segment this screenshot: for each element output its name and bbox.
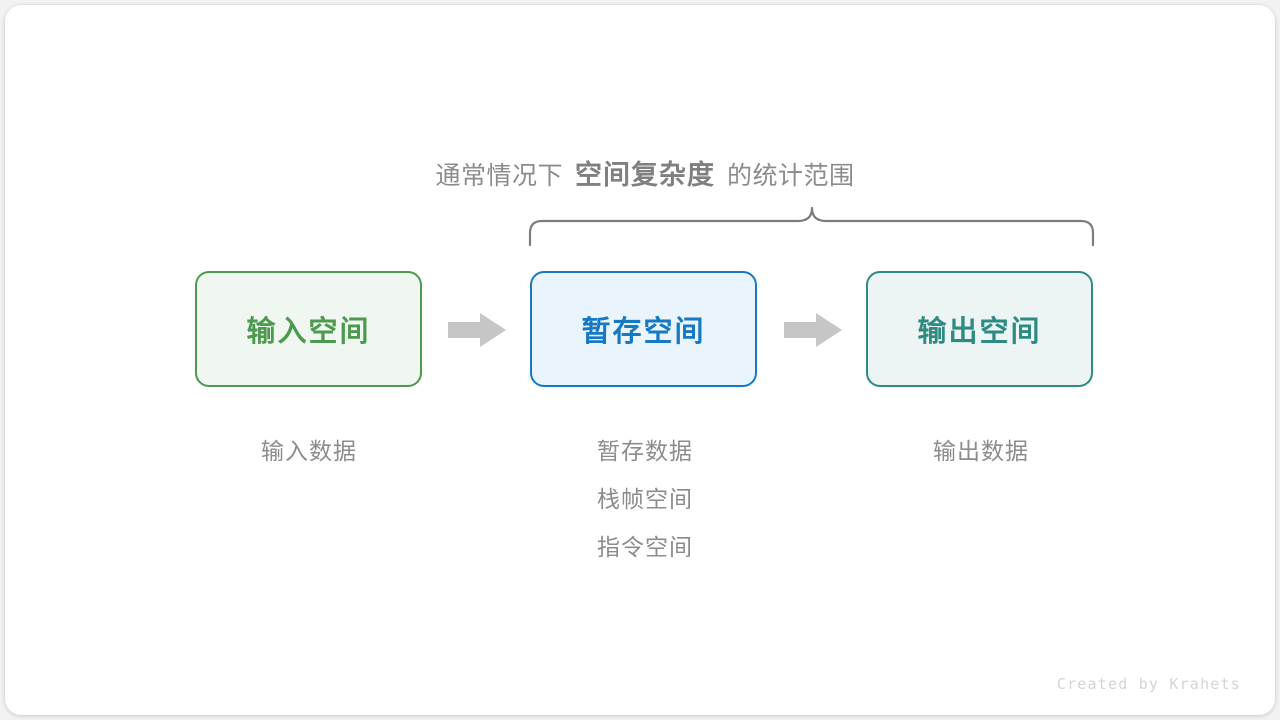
watermark-credit: Created by Krahets — [1056, 675, 1241, 693]
sublabel-item: 栈帧空间 — [597, 486, 693, 512]
sublabels-temp: 暂存数据 栈帧空间 指令空间 — [505, 427, 785, 571]
sublabel-item: 暂存数据 — [597, 438, 693, 464]
sublabels-input: 输入数据 — [169, 427, 449, 475]
sublabel-item: 输入数据 — [261, 438, 357, 464]
box-temp-space-label: 暂存空间 — [581, 316, 706, 348]
arrow-input-to-temp-icon — [448, 313, 506, 347]
caption-emphasis: 空间复杂度 — [575, 160, 715, 190]
box-temp-space[interactable]: 暂存空间 — [530, 271, 757, 387]
sublabels-output: 输出数据 — [841, 427, 1121, 475]
sublabel-item: 指令空间 — [597, 534, 693, 560]
sublabel-item: 输出数据 — [933, 438, 1029, 464]
box-input-space-label: 输入空间 — [246, 316, 371, 348]
box-output-space[interactable]: 输出空间 — [866, 271, 1093, 387]
caption-suffix: 的统计范围 — [727, 162, 855, 190]
diagram-caption: 通常情况下空间复杂度的统计范围 — [5, 153, 1275, 192]
arrow-temp-to-output-icon — [784, 313, 842, 347]
box-input-space[interactable]: 输入空间 — [195, 271, 422, 387]
space-flow-row: 输入空间 暂存空间 输出空间 — [195, 271, 1095, 387]
box-output-space-label: 输出空间 — [917, 316, 1042, 348]
diagram-card: 通常情况下空间复杂度的统计范围 输入空间 暂存空间 输出空间 — [5, 5, 1275, 715]
caption-prefix: 通常情况下 — [435, 162, 563, 190]
